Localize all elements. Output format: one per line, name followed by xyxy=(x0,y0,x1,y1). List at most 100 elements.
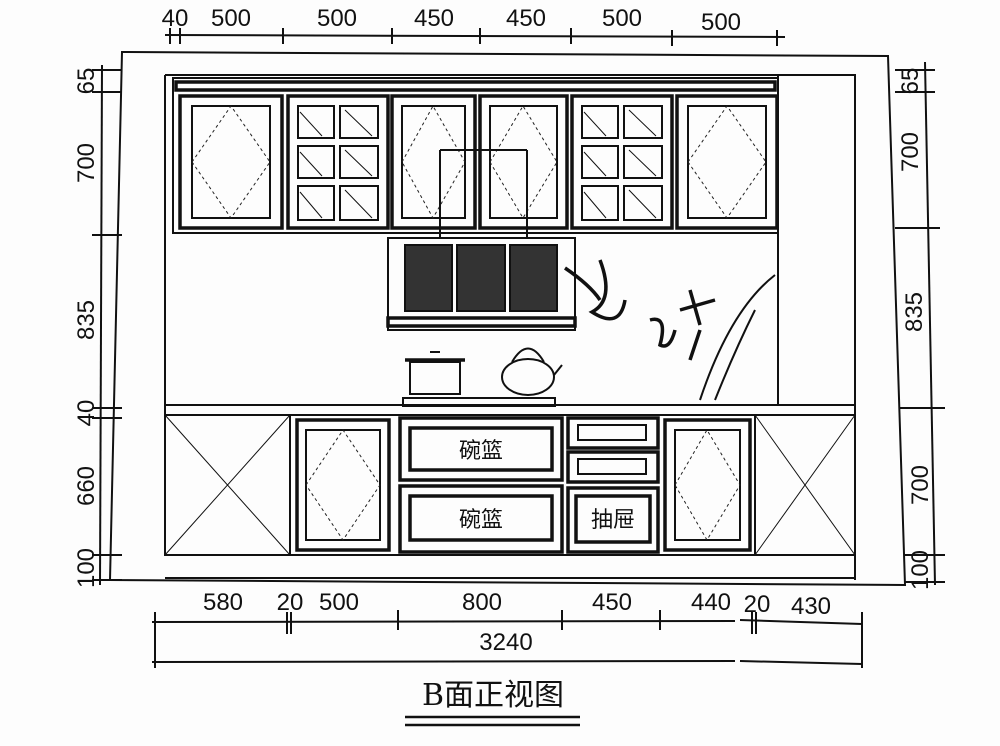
dimension-label: 450 xyxy=(592,589,632,616)
drawing-stroke xyxy=(191,105,271,219)
drawing-stroke xyxy=(674,429,741,541)
drawing-stroke xyxy=(387,237,576,331)
upper-door-5-glass xyxy=(570,94,674,230)
drawing-stroke xyxy=(687,105,767,219)
right-dimension-line: 65 700 835 700 100 xyxy=(895,61,945,590)
drawing-stroke xyxy=(895,69,945,583)
base-cabinets: 碗篮 碗篮 抽屉 xyxy=(164,404,856,579)
drawing-stroke xyxy=(623,105,663,139)
drawing-stroke xyxy=(108,50,907,587)
drawing-stroke xyxy=(577,458,647,475)
drawing-stroke xyxy=(339,105,379,139)
dimension-label: 835 xyxy=(73,300,100,340)
dimension-label: 700 xyxy=(897,132,924,172)
pot-icon xyxy=(405,351,465,395)
drawing-stroke xyxy=(297,105,335,139)
dimension-label: 40 xyxy=(73,400,100,427)
small-drawers: 抽屉 xyxy=(566,416,660,554)
drawing-stroke xyxy=(566,450,660,484)
dimension-label: 450 xyxy=(414,5,454,32)
drawing-stroke xyxy=(299,109,373,219)
dimension-label: 500 xyxy=(319,589,359,616)
drawing-stroke xyxy=(398,416,564,482)
cooktop xyxy=(402,347,563,407)
drawing-stroke xyxy=(386,316,577,328)
upper-door-4 xyxy=(478,94,569,230)
drawing-stroke xyxy=(699,274,776,401)
drawing-stroke xyxy=(649,289,716,361)
drawing-stroke xyxy=(286,94,390,230)
drawing-stroke xyxy=(489,105,558,219)
drawing-stroke xyxy=(564,259,627,321)
drawing-stroke xyxy=(456,244,506,312)
drawing-stroke xyxy=(164,404,856,416)
drawing-stroke xyxy=(404,244,453,312)
drawer-label: 碗篮 xyxy=(459,508,503,533)
upper-door-1 xyxy=(178,94,284,230)
base-door-right xyxy=(663,418,752,552)
drawing-stroke xyxy=(169,28,778,46)
dimension-label: 500 xyxy=(602,5,642,32)
left-dimension-line: 65 700 835 40 660 100 xyxy=(73,64,122,588)
base-door-left xyxy=(295,418,391,552)
drawing-stroke xyxy=(581,145,619,179)
drawing-stroke xyxy=(339,145,379,179)
dimension-label: 500 xyxy=(701,9,741,36)
bottom-dimension-line: 580 20 500 800 450 440 20 430 3240 xyxy=(151,589,863,668)
dimension-label: 430 xyxy=(791,593,831,620)
drawing-stroke xyxy=(174,80,777,92)
bowl-basket-drawer-upper: 碗篮 xyxy=(398,416,564,482)
drawing-stroke xyxy=(191,105,271,219)
drawing-stroke xyxy=(295,418,391,552)
drawing-stroke xyxy=(151,622,863,668)
drawing-stroke xyxy=(398,484,564,554)
dimension-label: 500 xyxy=(211,5,251,32)
drawing-stroke xyxy=(305,429,381,541)
drawing-stroke xyxy=(401,105,466,219)
dimension-label: 800 xyxy=(462,589,502,616)
dimension-label: 700 xyxy=(73,143,100,183)
upper-door-6 xyxy=(675,94,779,230)
upper-door-3 xyxy=(390,94,477,230)
handwritten-marks xyxy=(564,259,776,401)
drawing-stroke xyxy=(581,185,619,221)
drawing-stroke xyxy=(409,361,461,395)
drawing-stroke xyxy=(164,414,291,556)
dimension-label: 100 xyxy=(73,548,100,588)
drawing-stroke xyxy=(339,185,379,221)
drawing-stroke xyxy=(566,416,660,450)
drawing-stroke xyxy=(178,94,284,230)
drawing-stroke xyxy=(489,105,558,219)
dimension-label: 450 xyxy=(506,5,546,32)
tall-side-panel xyxy=(777,74,856,406)
kettle-icon xyxy=(501,347,563,396)
drawing-stroke xyxy=(924,61,936,586)
drawing-stroke xyxy=(165,554,855,579)
drawing-stroke xyxy=(478,94,569,230)
drawing-stroke xyxy=(623,145,663,179)
drawing-stroke xyxy=(401,104,466,220)
drawing-stroke xyxy=(439,149,528,238)
drawing-stroke xyxy=(511,347,545,363)
drawing-stroke xyxy=(674,429,741,541)
dimension-label: 580 xyxy=(203,589,243,616)
drawing-stroke xyxy=(581,105,619,139)
dimension-label: 65 xyxy=(73,68,100,95)
drawing-stroke xyxy=(297,185,335,221)
dimension-label: 100 xyxy=(907,550,934,590)
dimension-label: 40 xyxy=(162,5,189,32)
drawing-stroke xyxy=(687,105,767,219)
drawing-stroke xyxy=(553,364,563,376)
drawer-label: 碗篮 xyxy=(459,439,503,464)
range-hood xyxy=(386,149,577,331)
top-dimension-line: 40 500 500 450 450 500 500 xyxy=(162,5,786,46)
drawing-stroke xyxy=(675,94,779,230)
dimension-label: 500 xyxy=(317,5,357,32)
drawing-stroke xyxy=(754,414,856,556)
drawing-stroke xyxy=(570,94,674,230)
drawing-stroke xyxy=(305,429,381,541)
drawing-stroke xyxy=(663,418,752,552)
drawing-title: B面正视图 xyxy=(405,678,580,727)
